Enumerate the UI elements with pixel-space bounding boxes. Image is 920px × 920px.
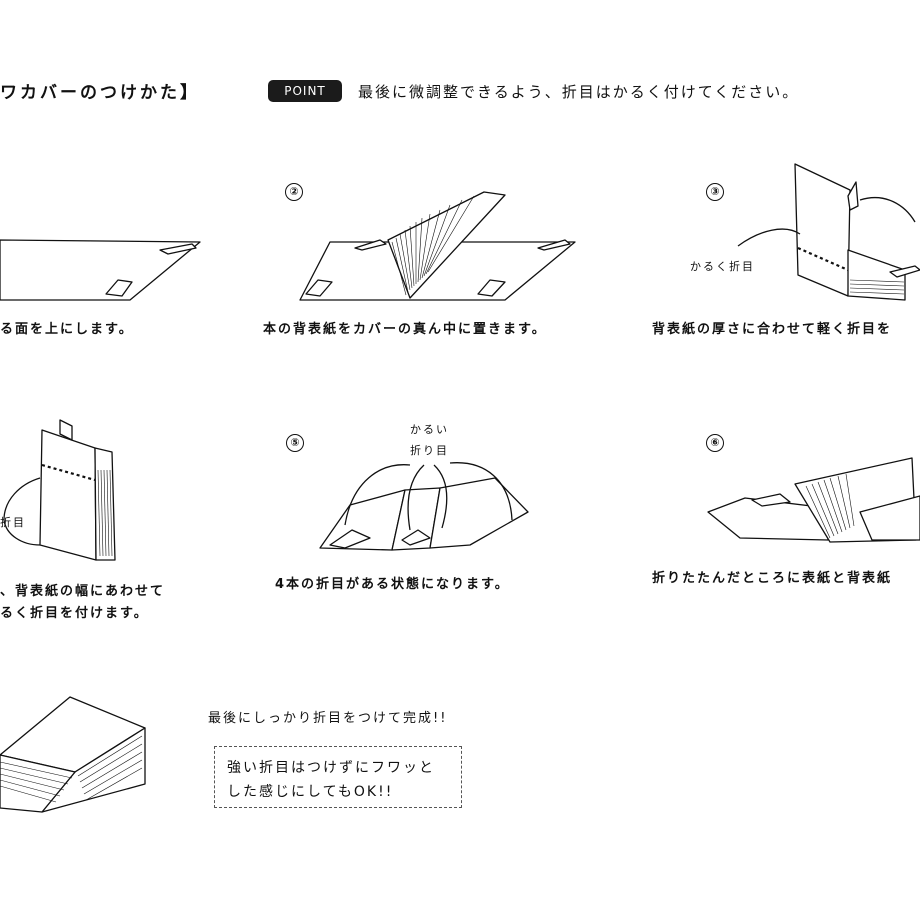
step3-fold-spine-illustration <box>737 163 920 301</box>
step5-annotation-line2: 折り目 <box>410 444 449 457</box>
note-line1: 強い折目はつけずにフワッと <box>227 760 435 776</box>
step1-flat-cover-illustration <box>0 239 201 301</box>
step2-book-on-cover-illustration <box>299 191 576 301</box>
step6-tuck-covers-illustration <box>707 457 920 543</box>
step4-fold-second-side-illustration <box>3 419 116 561</box>
step6-caption: 折りたたんだところに表紙と背表紙 <box>652 571 893 586</box>
note-box: 強い折目はつけずにフワッと した感じにしてもOK!! <box>214 746 462 808</box>
step4-annotation: 折目 <box>0 516 26 529</box>
note-line2: した感じにしてもOK!! <box>227 784 394 800</box>
point-text: 最後に微調整できるよう、折目はかるく付けてください。 <box>358 83 800 101</box>
step4-caption-line1: 、背表紙の幅にあわせて <box>0 584 166 599</box>
step5-four-folds-illustration <box>319 462 529 551</box>
step2-caption: 本の背表紙をカバーの真ん中に置きます。 <box>263 322 547 337</box>
step6-number: ⑥ <box>706 434 724 452</box>
step5-annotation-line1: かるい <box>410 423 449 436</box>
step7-finished-book-illustration <box>0 696 146 813</box>
step3-annotation: かるく折目 <box>690 260 755 273</box>
page-title: ワカバーのつけかた】 <box>0 83 200 103</box>
step1-caption: る面を上にします。 <box>0 322 134 337</box>
step5-caption: 4本の折目がある状態になります。 <box>275 577 510 592</box>
point-badge: POINT <box>268 80 342 102</box>
step3-number: ③ <box>706 183 724 201</box>
step7-caption: 最後にしっかり折目をつけて完成!! <box>208 711 448 726</box>
step3-caption: 背表紙の厚さに合わせて軽く折目を <box>652 322 893 337</box>
step4-caption-line2: るく折目を付けます。 <box>0 606 149 621</box>
step5-number: ⑤ <box>286 434 304 452</box>
step2-number: ② <box>285 183 303 201</box>
